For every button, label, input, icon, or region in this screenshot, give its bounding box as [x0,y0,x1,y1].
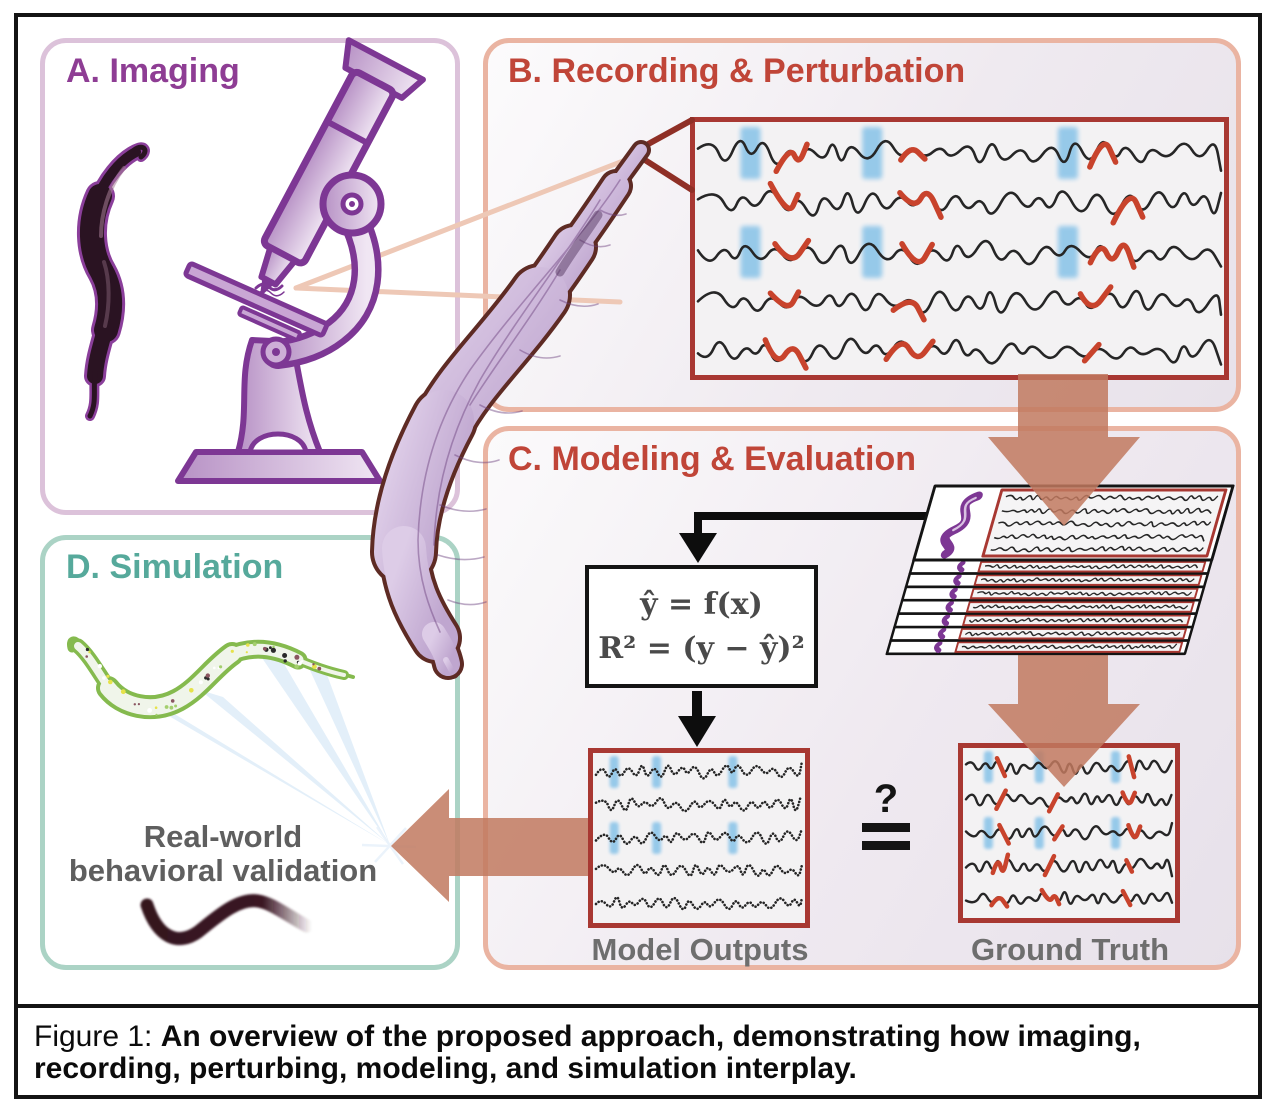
validation-line-2: behavioral validation [68,853,378,888]
formula-box: ŷ = f(x) R² = (y − ŷ)² [585,565,818,688]
panel-simulation [40,535,460,970]
validation-line-1: Real-world [143,819,303,854]
equals-icon [862,823,910,832]
neural-recording-plot [690,117,1229,380]
caption-body: An overview of the proposed approach, de… [34,1020,1141,1085]
formula-line-1: ŷ = f(x) [640,587,763,622]
validation-text: Real-world behavioral validation [58,820,388,888]
formula-line-2: R² = (y − ŷ)² [598,631,805,666]
panel-c-title: C. Modeling & Evaluation [508,440,917,478]
panel-imaging [40,38,460,515]
dataset-stack [880,482,1240,672]
question-mark: ? [873,777,899,821]
ground-truth-plot [958,743,1180,923]
ground-truth-label: Ground Truth [970,932,1170,967]
panel-b-title: B. Recording & Perturbation [508,52,966,90]
model-outputs-plot [588,748,810,928]
figure-caption: Figure 1: An overview of the proposed ap… [14,1004,1262,1099]
model-outputs-label: Model Outputs [591,932,809,967]
caption-prefix: Figure 1: [34,1020,161,1053]
panel-a-title: A. Imaging [66,52,240,90]
equals-question-symbol: ? [858,778,914,850]
panel-d-title: D. Simulation [66,548,284,586]
equals-icon [862,841,910,850]
